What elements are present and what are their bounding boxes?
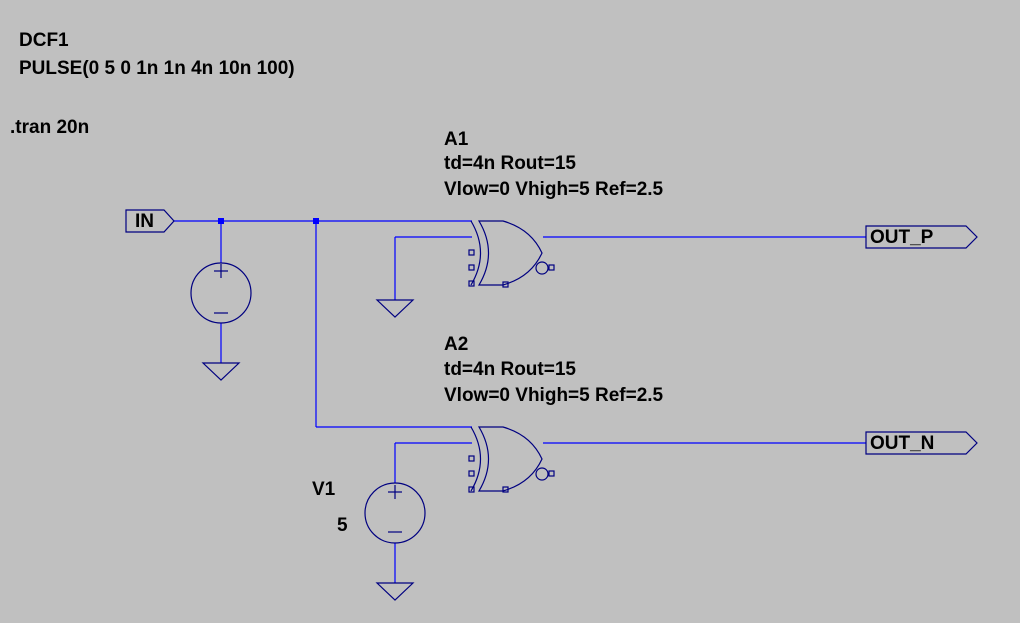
xnor-a1-body (477, 220, 543, 286)
spice-directive[interactable]: .tran 20n (10, 117, 90, 138)
flag-in-shape (125, 209, 175, 233)
net-label-out-n[interactable]: OUT_N (870, 433, 935, 454)
gate-a1-name: A1 (444, 129, 469, 150)
ground-symbols (201, 299, 415, 601)
flag-out-n-shape (865, 431, 978, 455)
ground-icon (375, 299, 415, 318)
xnor-gate-a2[interactable] (468, 426, 555, 493)
source-model-name: DCF1 (19, 30, 69, 51)
wires (174, 220, 866, 583)
xnor-a2-back-curve-outer (470, 426, 481, 492)
xnor-a2-bubble (535, 467, 549, 481)
xnor-a1-bubble (535, 261, 549, 275)
gate-a1-params-line2: Vlow=0 Vhigh=5 Ref=2.5 (444, 179, 664, 200)
junction-dot (218, 218, 224, 224)
flag-out-p-shape (865, 225, 978, 249)
junction-dot (313, 218, 319, 224)
gate-a2-params-line2: Vlow=0 Vhigh=5 Ref=2.5 (444, 385, 664, 406)
xnor-a2-body (477, 426, 543, 492)
net-label-out-p[interactable]: OUT_P (870, 227, 934, 248)
supply-name: V1 (312, 479, 336, 500)
ground-icon (375, 582, 415, 601)
v1-source-symbol[interactable] (364, 482, 426, 544)
ground-icon (201, 362, 241, 381)
supply-value: 5 (337, 515, 348, 536)
xnor-a1-back-curve-outer (470, 220, 481, 286)
net-label-in[interactable]: IN (135, 211, 154, 232)
xnor-gate-a1[interactable] (468, 220, 555, 288)
source-model-value: PULSE(0 5 0 1n 1n 4n 10n 100) (19, 58, 295, 79)
gate-a2-name: A2 (444, 334, 469, 355)
gate-a1-params-line1: td=4n Rout=15 (444, 153, 576, 174)
net-flags (125, 209, 978, 455)
gate-a2-params-line1: td=4n Rout=15 (444, 359, 576, 380)
input-source-symbol[interactable] (190, 262, 252, 324)
